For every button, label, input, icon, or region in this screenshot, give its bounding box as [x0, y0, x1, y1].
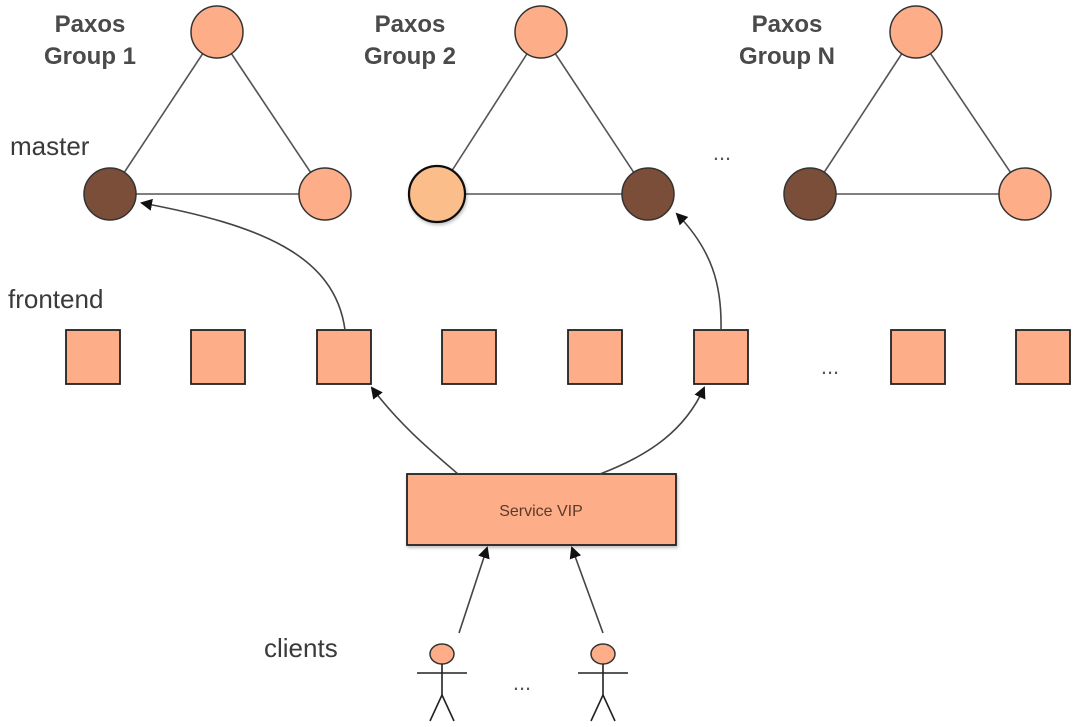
arrow-client2-to-vip — [569, 546, 604, 634]
group-n-title-line1: Paxos — [752, 11, 823, 38]
client-1-leg-right — [441, 694, 455, 722]
arrow-client1-to-vip — [458, 546, 490, 634]
group-n-master-node — [783, 167, 837, 221]
client-2-head — [590, 643, 616, 665]
frontend-server-8 — [1015, 329, 1071, 385]
frontend-label: frontend — [8, 284, 103, 314]
group-n-replica-top — [889, 5, 943, 59]
client-1-head — [429, 643, 455, 665]
frontend-server-3 — [316, 329, 372, 385]
service-vip-label: Service VIP — [499, 503, 583, 520]
group-2-replica-top — [514, 5, 568, 59]
clients-ellipsis: ... — [513, 670, 531, 695]
group-n-edge-left — [809, 31, 917, 195]
frontend-server-5 — [567, 329, 623, 385]
group-2-master-node — [621, 167, 675, 221]
arrow-frontend6-to-group2-master — [675, 212, 722, 331]
frontend-ellipsis: ... — [821, 354, 839, 379]
group-1-replica-right — [298, 167, 352, 221]
service-vip-box — [406, 473, 677, 546]
client-2-leg-right — [602, 694, 616, 722]
frontend-server-4 — [441, 329, 497, 385]
group-2-edge-right — [540, 31, 649, 195]
arrow-vip-to-frontend3 — [370, 386, 459, 475]
group-n-replica-right — [998, 167, 1052, 221]
service-vip: Service VIP — [406, 473, 677, 546]
client-1 — [417, 643, 467, 722]
clients-label: clients — [264, 633, 338, 663]
master-label: master — [10, 131, 90, 161]
client-2-leg-left — [590, 694, 604, 722]
group-1-edge-right — [216, 31, 326, 195]
client-2 — [578, 643, 628, 722]
group-2-edge-left — [436, 31, 542, 195]
frontend-server-1 — [65, 329, 121, 385]
group-1-replica-top — [190, 5, 244, 59]
paxos-group-1 — [83, 5, 352, 221]
group-n-title-line2: Group N — [739, 43, 835, 70]
arrow-frontend3-to-group1-master — [140, 198, 346, 331]
group-1-title-line2: Group 1 — [44, 43, 136, 70]
paxos-group-n — [783, 5, 1052, 221]
group-2-title-line1: Paxos — [375, 11, 446, 38]
client-1-leg-left — [429, 694, 443, 722]
paxos-group-2 — [407, 5, 675, 224]
group-2-title-line2: Group 2 — [364, 43, 456, 70]
frontend-server-2 — [190, 329, 246, 385]
groups-ellipsis: ... — [713, 140, 731, 165]
frontend-row — [65, 329, 1071, 385]
group-1-edge-left — [109, 31, 218, 195]
frontend-server-6 — [693, 329, 749, 385]
group-1-master-node — [83, 167, 137, 221]
group-2-candidate-node — [407, 164, 467, 224]
arrow-vip-to-frontend6 — [599, 386, 706, 475]
frontend-server-7 — [890, 329, 946, 385]
group-1-title-line1: Paxos — [55, 11, 126, 38]
group-n-edge-right — [915, 31, 1026, 195]
